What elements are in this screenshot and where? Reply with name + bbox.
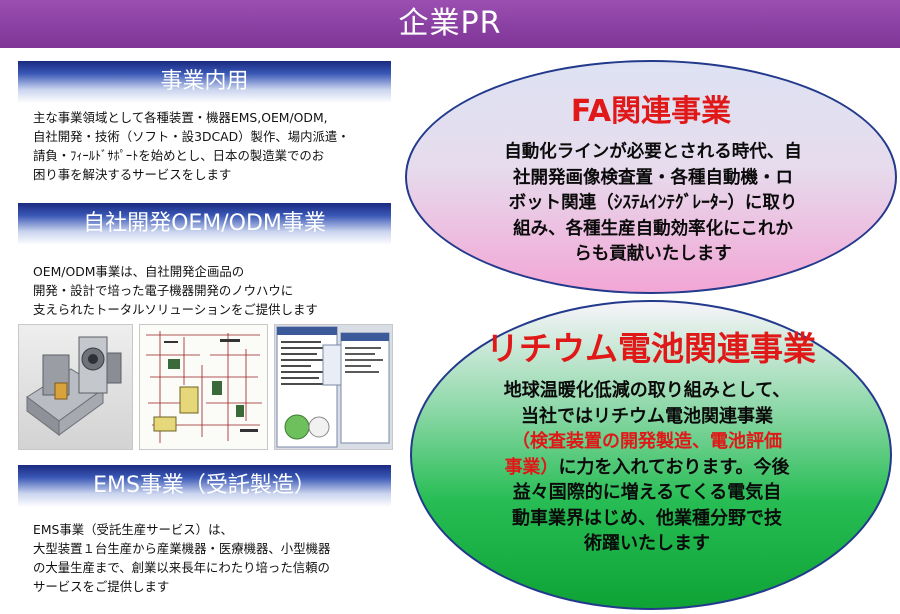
text-line: 請負・ﾌｨｰﾙﾄﾞｻﾎﾟｰﾄを始めとし、日本の製造業でのお — [33, 148, 325, 163]
text-line: EMS事業（受託生産サービス）は、 — [33, 522, 233, 537]
section-heading-oem-odm: 自社開発OEM/ODM事業 — [18, 203, 391, 245]
text-line: 主な事業領域として各種装置・機器EMS,OEM/ODM, — [33, 110, 328, 125]
text-line: 社開発画像検査置・各種自動機・ロ — [513, 167, 793, 188]
text-span: に力を入れております。今後 — [558, 456, 790, 478]
text-line: OEM/ODM事業は、自社開発企画品の — [33, 264, 245, 279]
text-line: らも貢献いたします — [574, 244, 732, 264]
lithium-description: 地球温暖化低減の取り組みとして、 当社ではリチウム電池関連事業 （検査装置の開発… — [467, 378, 827, 557]
text-line: 術躍いたします — [584, 533, 710, 554]
section-heading-business: 事業内用 — [18, 61, 391, 103]
section-text-ems: EMS事業（受託生産サービス）は、 大型装置１台生産から産業機器・医療機器、小型… — [33, 520, 403, 596]
text-line: 地球温暖化低減の取り組みとして、 — [503, 380, 791, 401]
text-line: 組み、各種生産自動効率化にこれか — [513, 218, 793, 239]
page-title: 企業PR — [0, 0, 900, 48]
text-line: 支えられたトータルソリューションをご提供します — [33, 302, 318, 317]
section-text-business: 主な事業領域として各種装置・機器EMS,OEM/ODM, 自社開発・技術（ソフト… — [33, 108, 403, 184]
text-line: 自社開発・技術（ソフト・設3DCAD）製作、場内派遣・ — [33, 129, 350, 144]
text-line-highlight: （検査装置の開発製造、電池評価 — [512, 431, 782, 452]
lithium-battery-oval: リチウム電池関連事業 地球温暖化低減の取り組みとして、 当社ではリチウム電池関連… — [410, 300, 892, 610]
fa-description: 自動化ラインが必要とされる時代、自 社開発画像検査置・各種自動機・ロ ボット関連… — [483, 140, 823, 268]
text-line: 動車業界はじめ、他業種分野で技 — [512, 507, 782, 529]
schematic-image — [139, 324, 268, 450]
text-line: ボット関連（ｼｽﾃﾑｲﾝﾃｸﾞﾚｰﾀｰ）に取り — [508, 193, 798, 213]
section-heading-ems: EMS事業（受託製造） — [18, 465, 391, 507]
text-line: 当社ではリチウム電池関連事業 — [521, 405, 773, 427]
text-highlight: 事業） — [504, 456, 559, 478]
text-line: 事業）に力を入れております。今後 — [467, 455, 827, 481]
lithium-title: リチウム電池関連事業 — [486, 329, 816, 368]
text-line: 自動化ラインが必要とされる時代、自 — [504, 142, 802, 162]
text-line: 困り事を解決するサービスをします — [33, 167, 232, 182]
fa-title: FA関連事業 — [570, 94, 732, 129]
text-line: サービスをご提供します — [33, 579, 170, 594]
cad-model-image — [18, 324, 133, 450]
text-line: 益々国際的に増えるてくる電気自 — [512, 482, 782, 503]
fa-business-oval: FA関連事業 自動化ラインが必要とされる時代、自 社開発画像検査置・各種自動機・… — [405, 60, 897, 294]
text-line: 開発・設計で培った電子機器開発のノウハウに — [33, 283, 294, 298]
text-line: 大型装置１台生産から産業機器・医療機器、小型機器 — [33, 541, 331, 556]
software-screenshot-image — [274, 324, 393, 450]
text-line: の大量生産まで、創業以来長年にわたり培った信頼の — [33, 560, 330, 575]
section-text-oem-odm: OEM/ODM事業は、自社開発企画品の 開発・設計で培った電子機器開発のノウハウ… — [33, 262, 403, 319]
